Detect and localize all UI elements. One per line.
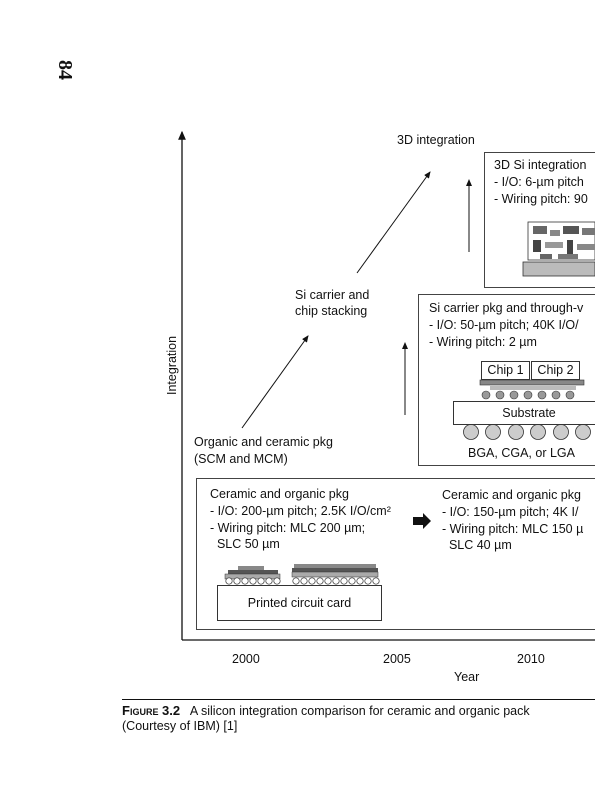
- panel-ceramic-left-line2: - I/O: 200-µm pitch; 2.5K I/O/cm²: [210, 504, 391, 518]
- printed-circuit-card: Printed circuit card: [217, 585, 382, 621]
- chip-2: Chip 2: [531, 361, 580, 380]
- stage-2-label-line1: Si carrier and: [295, 288, 370, 302]
- bga-cga-lga-label: BGA, CGA, or LGA: [468, 446, 575, 460]
- x-tick-2010: 2010: [517, 652, 545, 666]
- x-tick-2005: 2005: [383, 652, 411, 666]
- stage-1-label-line1: Organic and ceramic pkg: [194, 435, 333, 449]
- stage-3-label: 3D integration: [397, 133, 475, 147]
- panel-carrier-line2: - I/O: 50-µm pitch; 40K I/O/: [429, 318, 579, 332]
- figure-caption: Figure 3.2 A silicon integration compari…: [122, 703, 530, 734]
- stage-2-label-line2: chip stacking: [295, 304, 368, 318]
- module-illustration: [224, 564, 380, 585]
- 3d-stack-illustration: [522, 221, 595, 277]
- substrate: Substrate: [453, 401, 595, 425]
- panel-3d-line1: 3D Si integration: [494, 158, 587, 172]
- panel-carrier-line3: - Wiring pitch: 2 µm: [429, 335, 537, 349]
- panel-3d-line3: - Wiring pitch: 90: [494, 192, 588, 206]
- caption-rule: [122, 699, 595, 700]
- si-carrier-illustration: [463, 379, 591, 440]
- panel-ceramic-right-line1: Ceramic and organic pkg: [442, 488, 581, 502]
- caption-line2: (Courtesy of IBM) [1]: [122, 719, 238, 733]
- x-axis-label: Year: [454, 670, 480, 684]
- arrow-right-bold: [413, 513, 431, 529]
- panel-ceramic-left-line4: SLC 50 µm: [210, 537, 280, 551]
- panel-carrier-line1: Si carrier pkg and through-v: [429, 301, 584, 315]
- x-tick-2000: 2000: [232, 652, 260, 666]
- figure-label: Figure 3.2: [122, 703, 181, 718]
- panel-ceramic-left-line3: - Wiring pitch: MLC 200 µm;: [210, 521, 366, 535]
- panel-ceramic-right-line4: SLC 40 µm: [442, 538, 512, 552]
- y-axis-label: Integration: [165, 335, 179, 395]
- panel-si-carrier: [418, 294, 595, 466]
- panel-ceramic-right-line3: - Wiring pitch: MLC 150 µ: [442, 522, 584, 536]
- caption-text: A silicon integration comparison for cer…: [189, 704, 530, 718]
- chip-1: Chip 1: [481, 361, 530, 380]
- stage-1-label-line2: (SCM and MCM): [194, 452, 288, 466]
- panel-ceramic-organic: [196, 478, 595, 630]
- arrow-stage2-to-stage3: [356, 171, 431, 274]
- panel-3d-integration: [484, 152, 595, 288]
- panel-ceramic-right-line2: - I/O: 150-µm pitch; 4K I/: [442, 505, 579, 519]
- arrow-stage1-to-stage2: [241, 335, 309, 429]
- panel-ceramic-left-line1: Ceramic and organic pkg: [210, 487, 349, 501]
- panel-3d-line2: - I/O: 6-µm pitch: [494, 175, 584, 189]
